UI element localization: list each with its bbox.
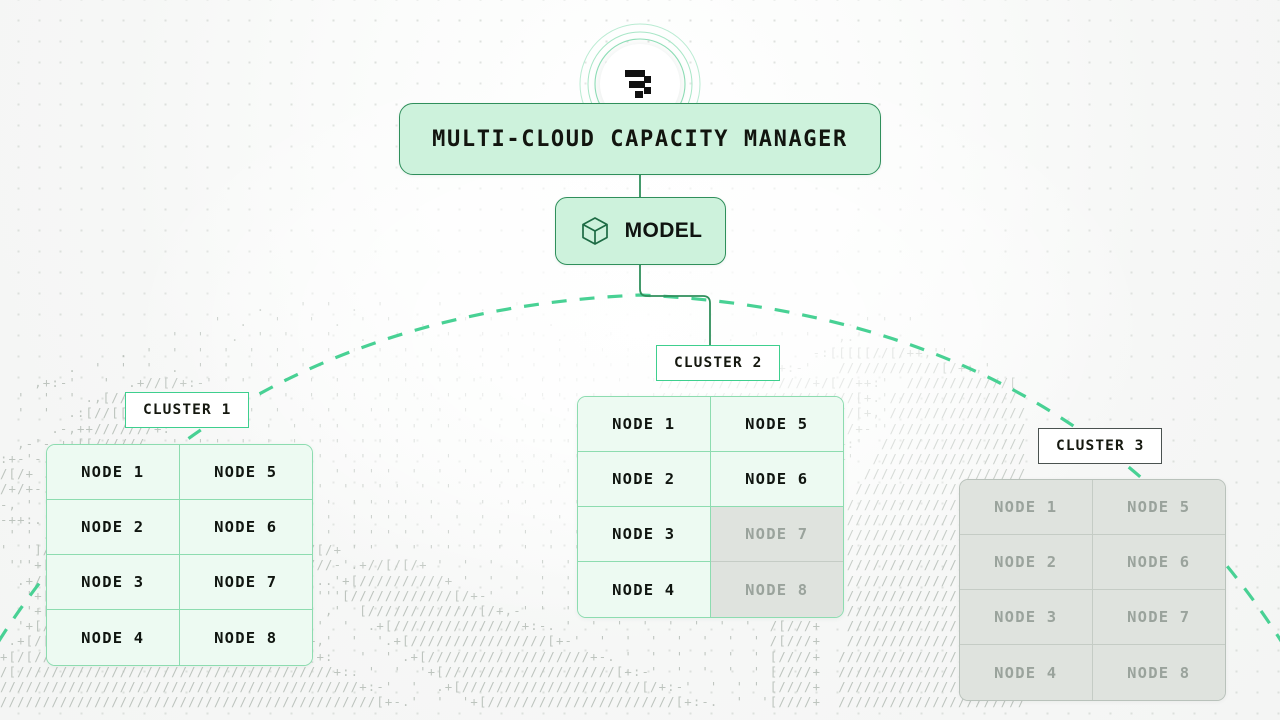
ascii-art-row: ,+:-' ' .+//[/+:-' ' ' ' ' ' ' ' ' ' ' '… <box>0 376 1035 391</box>
node-cell[interactable]: NODE 8 <box>1092 645 1225 700</box>
node-cell[interactable]: NODE 2 <box>960 535 1093 590</box>
node-cell[interactable]: NODE 3 <box>960 590 1093 645</box>
connector-model-cluster2 <box>639 265 711 345</box>
node-cell[interactable]: NODE 1 <box>960 480 1093 535</box>
cluster-label-1[interactable]: CLUSTER 1 <box>125 392 250 428</box>
ascii-art-row: . ' ' . ' ' . ' <box>0 300 1027 314</box>
flowbit-logo-icon <box>625 70 651 98</box>
cluster-grid-1[interactable]: NODE 1 NODE 5 NODE 2 NODE 6 NODE 3 NODE … <box>46 444 313 666</box>
ascii-art-row: ' . ' ' . ' ' . ' ' ' . . ' ' ' <box>0 315 1027 330</box>
node-cell[interactable]: NODE 3 <box>47 555 180 610</box>
node-cell[interactable]: NODE 7 <box>1092 590 1225 645</box>
ascii-art-row: ' ' . ' ' ' . ' ' ' ' ' ' . ' ' , . ' ' … <box>0 330 1035 345</box>
model-label: MODEL <box>624 219 703 242</box>
node-cell[interactable]: NODE 6 <box>179 500 312 555</box>
node-cell[interactable]: NODE 6 <box>710 452 843 507</box>
cluster-label-2[interactable]: CLUSTER 2 <box>656 345 781 381</box>
cluster-grid-3[interactable]: NODE 1 NODE 5 NODE 2 NODE 6 NODE 3 NODE … <box>959 479 1226 701</box>
node-cell[interactable]: NODE 2 <box>47 500 180 555</box>
node-cell[interactable]: NODE 7 <box>710 507 843 562</box>
node-cell[interactable]: NODE 6 <box>1092 535 1225 590</box>
model-node[interactable]: MODEL <box>555 197 726 265</box>
cluster-label-3[interactable]: CLUSTER 3 <box>1038 428 1163 464</box>
node-cell[interactable]: NODE 2 <box>578 452 711 507</box>
node-cell[interactable]: NODE 1 <box>578 397 711 452</box>
node-cell[interactable]: NODE 8 <box>710 562 843 617</box>
cluster-grid-2[interactable]: NODE 1 NODE 5 NODE 2 NODE 6 NODE 3 NODE … <box>577 396 844 618</box>
cube-icon <box>581 217 608 245</box>
node-cell[interactable]: NODE 1 <box>47 445 180 500</box>
node-cell[interactable]: NODE 5 <box>710 397 843 452</box>
node-cell[interactable]: NODE 4 <box>578 562 711 617</box>
app-title-bar: MULTI-CLOUD CAPACITY MANAGER <box>399 103 881 175</box>
node-cell[interactable]: NODE 7 <box>179 555 312 610</box>
node-cell[interactable]: NODE 8 <box>179 610 312 665</box>
ascii-art-row: . ' ' ' . ' ' ' ' ' ' ' ' ' ' ' ' ' ' ' … <box>0 360 1035 375</box>
node-cell[interactable]: NODE 5 <box>179 445 312 500</box>
node-cell[interactable]: NODE 4 <box>47 610 180 665</box>
node-cell[interactable]: NODE 5 <box>1092 480 1225 535</box>
node-cell[interactable]: NODE 3 <box>578 507 711 562</box>
node-cell[interactable]: NODE 4 <box>960 645 1093 700</box>
ascii-art-row: . ' ' ' ' ' ' ' ' ' ' ' ' ' ' ' ' ' ' ' … <box>0 345 1035 360</box>
page-title: MULTI-CLOUD CAPACITY MANAGER <box>432 126 848 152</box>
